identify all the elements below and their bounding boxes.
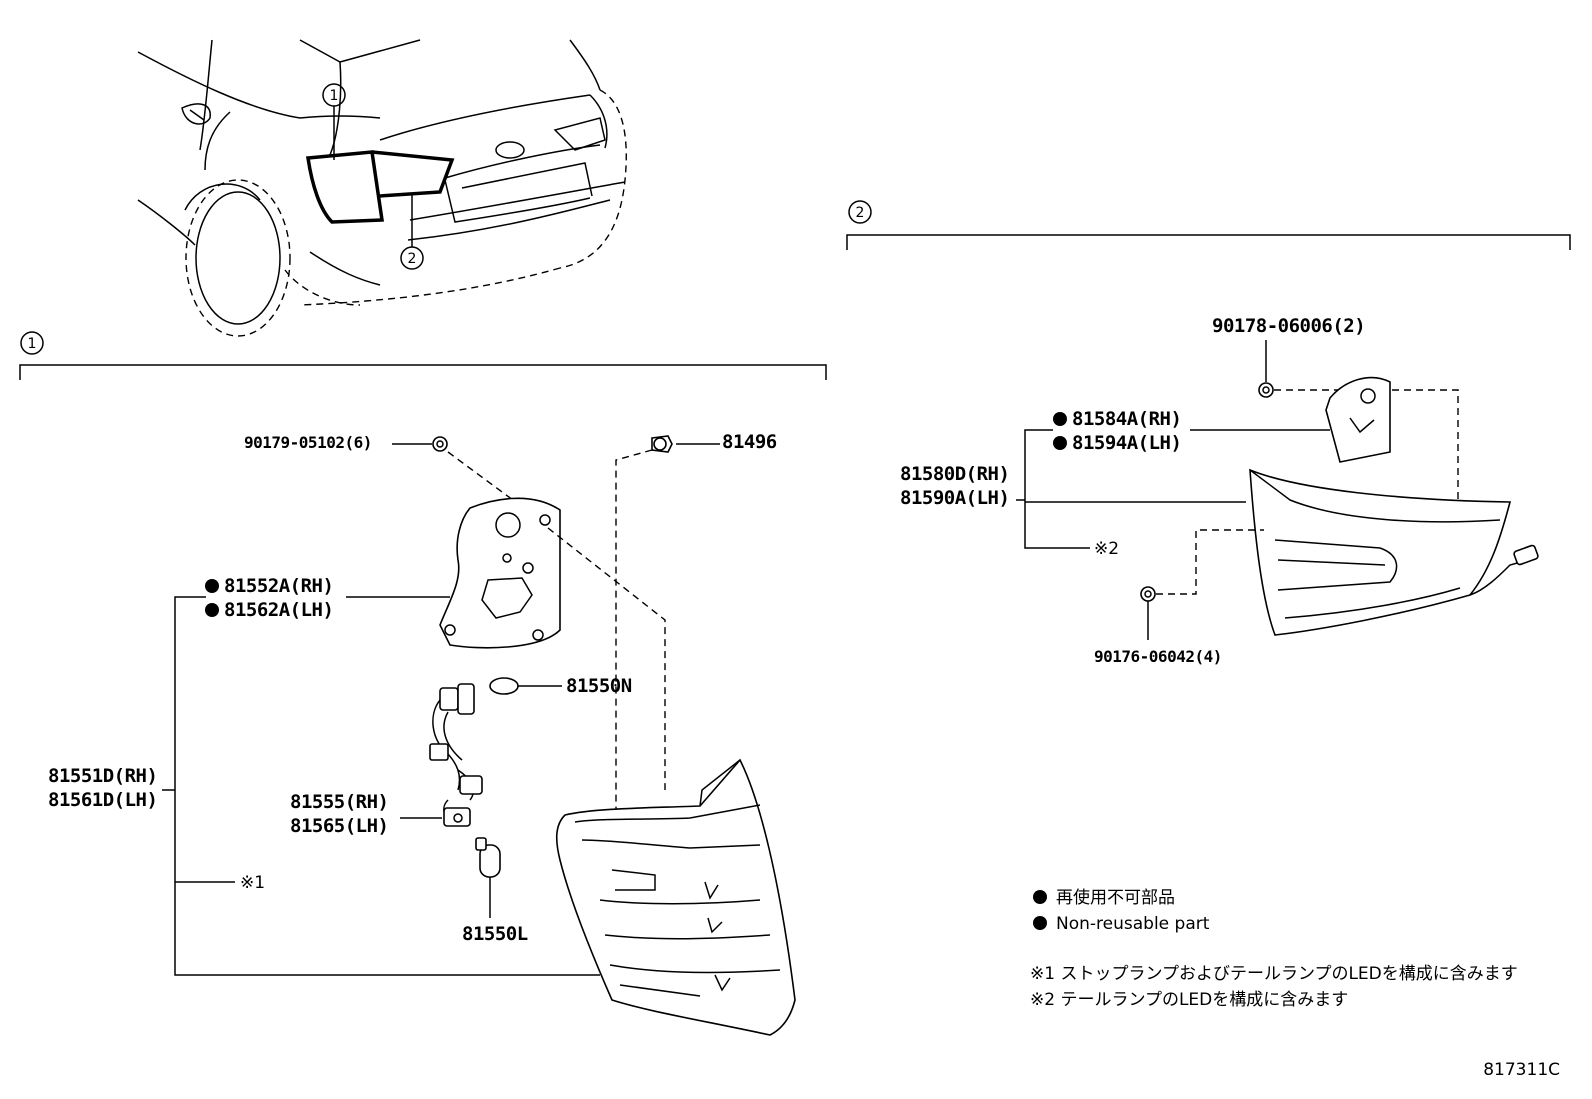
legend-note-1: ※1 ストップランプおよびテールランプのLEDを構成に含みます [1030, 964, 1518, 984]
socket-wire-harness [429, 683, 483, 827]
legend-bullet-icon [1033, 890, 1047, 904]
rear-combination-lamp [555, 758, 796, 1036]
note-ref-1: ※1 [240, 873, 265, 893]
non-reusable-bullet-icon [1053, 412, 1067, 426]
legend: 再使用不可部品 Non-reusable part ※1 ストップランプおよびテ… [1030, 887, 1518, 1010]
legend-en: Non-reusable part [1056, 914, 1210, 934]
section-1-bracket [19, 364, 827, 380]
label-81580D: 81580D(RH) [900, 463, 1009, 485]
label-81565: 81565(LH) [290, 815, 388, 837]
nut-icon-2 [1140, 586, 1156, 602]
label-81584A: 81584A(RH) [1072, 408, 1181, 430]
car-callout-1: 1 [330, 88, 339, 104]
label-90179-05102: 90179-05102(6) [244, 433, 372, 452]
label-81562A: 81562A(LH) [224, 599, 333, 621]
connector-icon [1513, 544, 1539, 566]
legend-note-2: ※2 テールランプのLEDを構成に含みます [1030, 990, 1348, 1010]
legend-bullet-icon [1033, 916, 1047, 930]
car-callout-2: 2 [408, 251, 417, 267]
car-illustration: 1 2 [137, 39, 627, 337]
gasket-plate [439, 497, 561, 649]
label-81561D: 81561D(LH) [48, 789, 157, 811]
screw-icon [432, 436, 448, 452]
label-81594A: 81594A(LH) [1072, 432, 1181, 454]
label-90178-06006: 90178-06006(2) [1212, 315, 1365, 337]
section-1-callout: 1 [28, 336, 37, 352]
non-reusable-bullet-icon [205, 603, 219, 617]
back-door-lamp [1249, 468, 1539, 636]
section-2-bracket [846, 234, 1571, 250]
label-81590A: 81590A(LH) [900, 487, 1009, 509]
nut-icon [1258, 382, 1274, 398]
label-81555: 81555(RH) [290, 791, 388, 813]
label-81552A: 81552A(RH) [224, 575, 333, 597]
small-bulb-icon [489, 677, 519, 695]
label-81551D: 81551D(RH) [48, 765, 157, 787]
label-81496: 81496 [722, 431, 777, 453]
section-2: 2 90178-06006(2) 81584A(RH) 81594A(LH) 8… [846, 200, 1571, 666]
label-81550L: 81550L [462, 923, 528, 945]
figure-code: 817311C [1483, 1060, 1560, 1080]
label-90176-06042: 90176-06042(4) [1094, 647, 1222, 666]
section-2-callout: 2 [856, 205, 865, 221]
note-ref-2: ※2 [1094, 539, 1119, 559]
section-1: 1 90179-05102(6) 81496 81552A(RH) 81562A… [19, 331, 827, 1036]
non-reusable-bullet-icon [1053, 436, 1067, 450]
label-81550N: 81550N [566, 675, 632, 697]
legend-jp: 再使用不可部品 [1056, 887, 1175, 908]
non-reusable-bullet-icon [205, 579, 219, 593]
